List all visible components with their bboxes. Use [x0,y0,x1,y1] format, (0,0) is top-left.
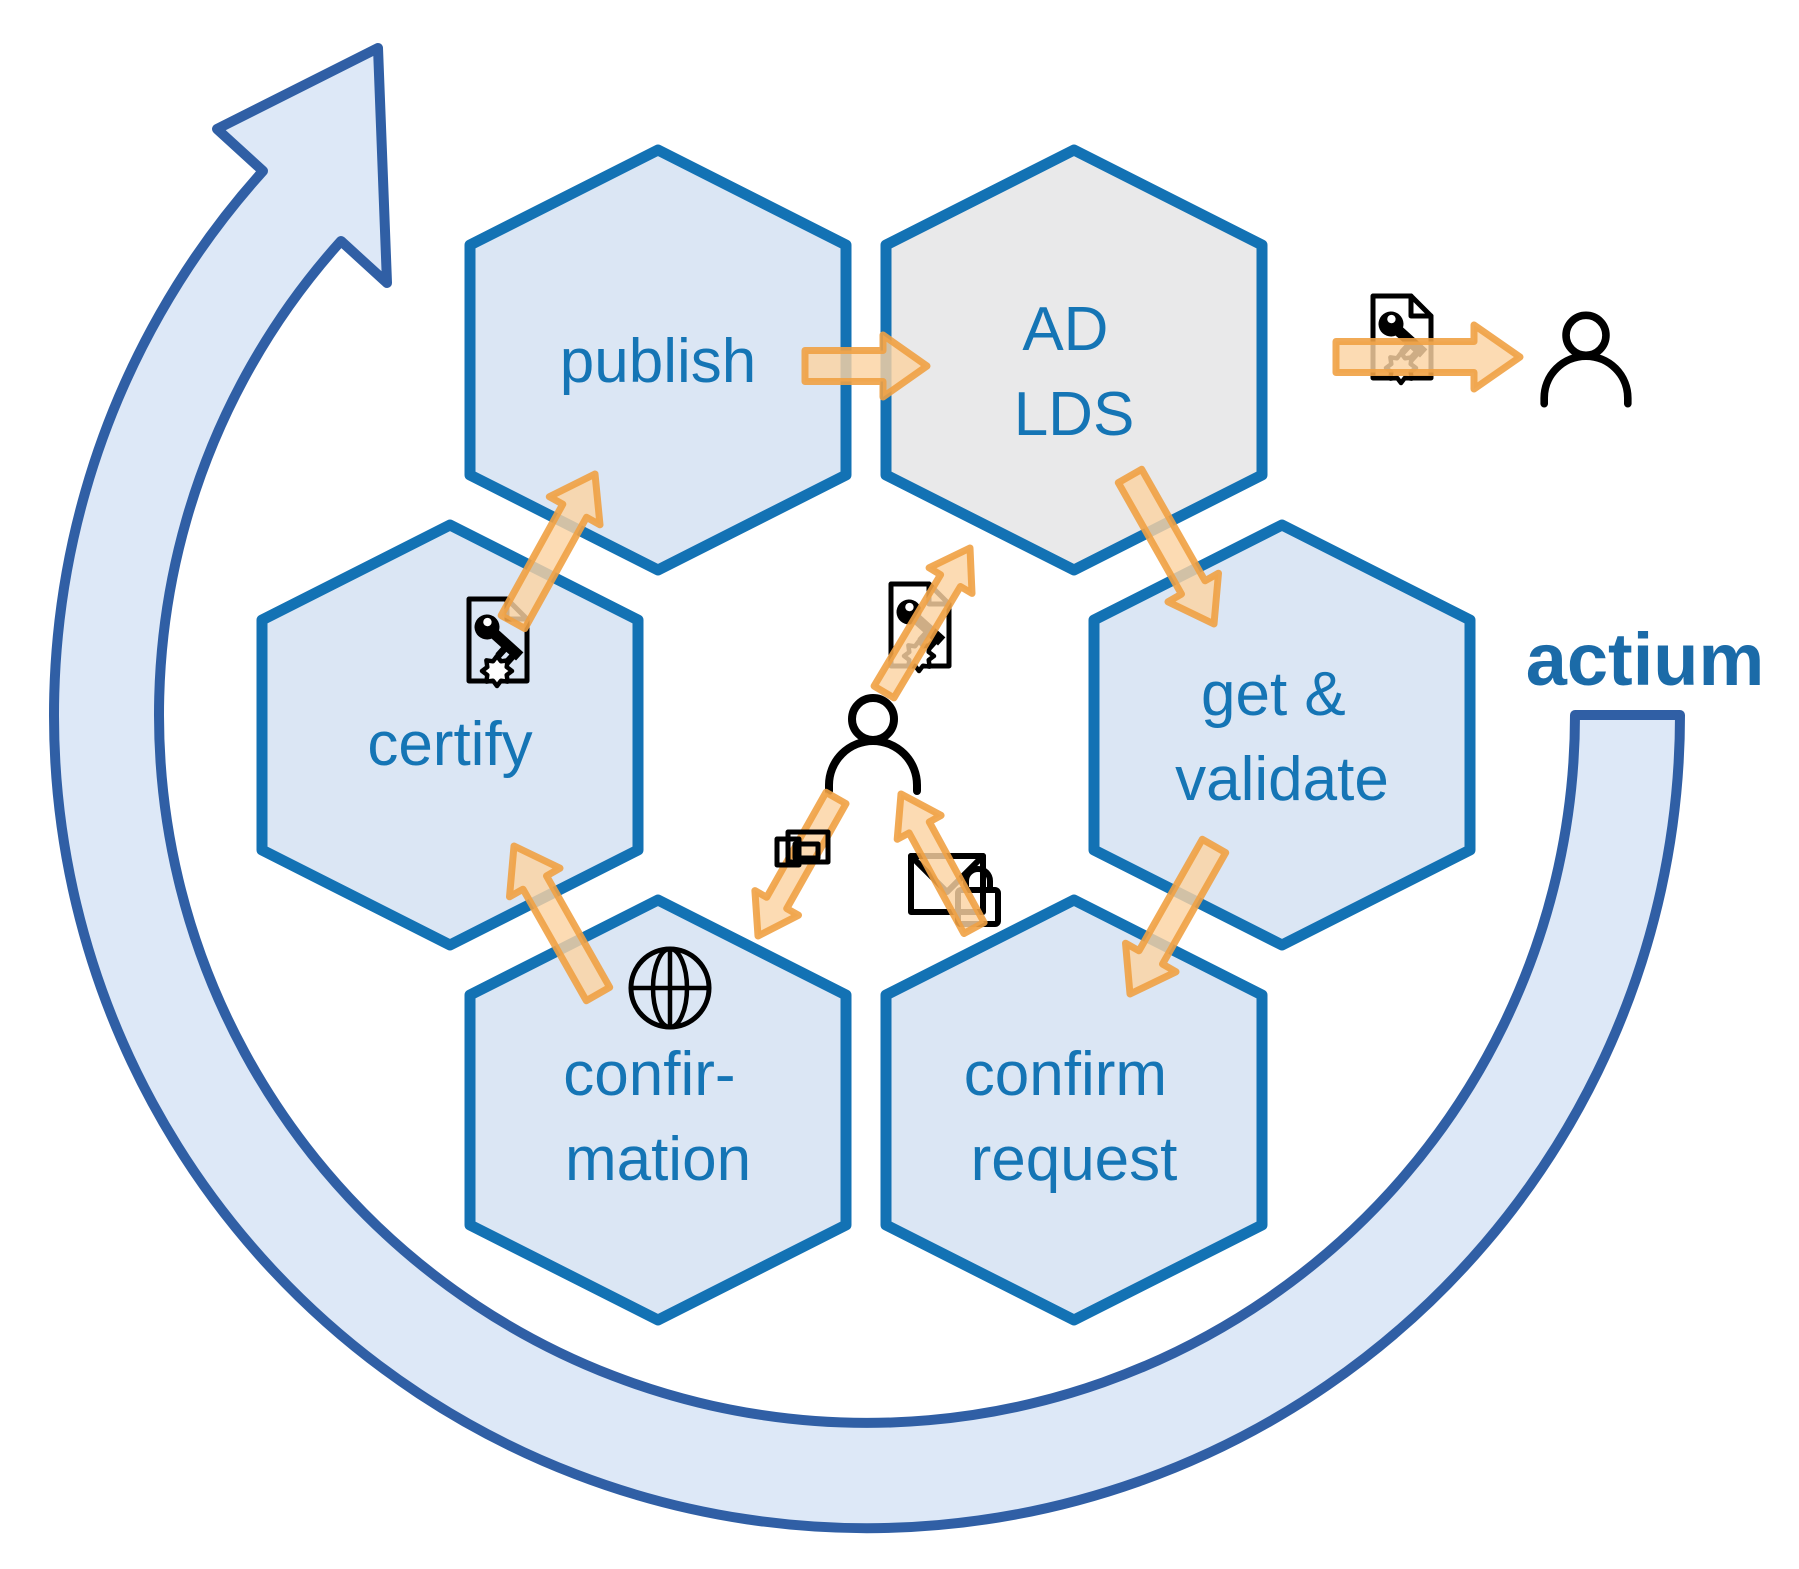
brand-text: actium [1526,618,1765,701]
hexagon-ad-lds-label-line2: LDS [1014,380,1135,449]
hexagon-get-validate-label-line2: validate [1175,745,1389,814]
hexagon-get-validate: get & validate [1088,519,1476,951]
flow-arrow-confirmation-to-certify [506,842,614,1005]
hexagon-confirm-request: confirm request [880,894,1268,1326]
svg-text:confirm request: confirm request [964,1040,1185,1194]
person-icon-recipient [1544,315,1628,403]
link-icon [774,829,831,868]
flow-arrow-certify-to-publish [497,470,604,632]
person-icon-user [829,698,917,791]
hexagon-confirm-request-label-line2: request [971,1125,1178,1194]
hexagon-confirmation: confir- mation [464,894,852,1326]
hexagon-publish-label: publish [560,327,756,396]
svg-text:publish: publish [560,327,756,396]
hexagon-confirmation-label-line2: mation [565,1125,751,1194]
svg-text:get & validate: get & validate [1175,660,1389,814]
hexagon-publish: publish [464,144,852,576]
hexagon-certify: certify [256,519,644,951]
flow-arrow-get-validate-to-confirm-request [1122,835,1230,998]
hexagon-confirmation-label-line1: confir- [563,1040,735,1109]
svg-text:AD LDS: AD LDS [1014,295,1135,449]
certificate-to-recipient-arrow [1332,321,1524,393]
hexagon-ad-lds-label-line1: AD [1022,295,1108,364]
hexagon-confirm-request-label-line1: confirm [964,1040,1167,1109]
svg-text:confir- mation: confir- mation [563,1040,753,1194]
hexagon-certify-label: certify [367,710,532,779]
user-certificate-arrow [870,544,976,702]
flow-arrow-publish-to-ad-lds [801,331,931,401]
hexagon-get-validate-label-line1: get & [1201,660,1346,729]
secure-email-arrow [893,790,988,937]
svg-text:certify: certify [367,710,532,779]
cycle-arrow [49,43,1685,1534]
flow-arrow-ad-lds-to-get-validate [1114,465,1222,628]
globe-icon [628,946,712,1030]
hexagon-ad-lds: AD LDS [880,144,1268,576]
